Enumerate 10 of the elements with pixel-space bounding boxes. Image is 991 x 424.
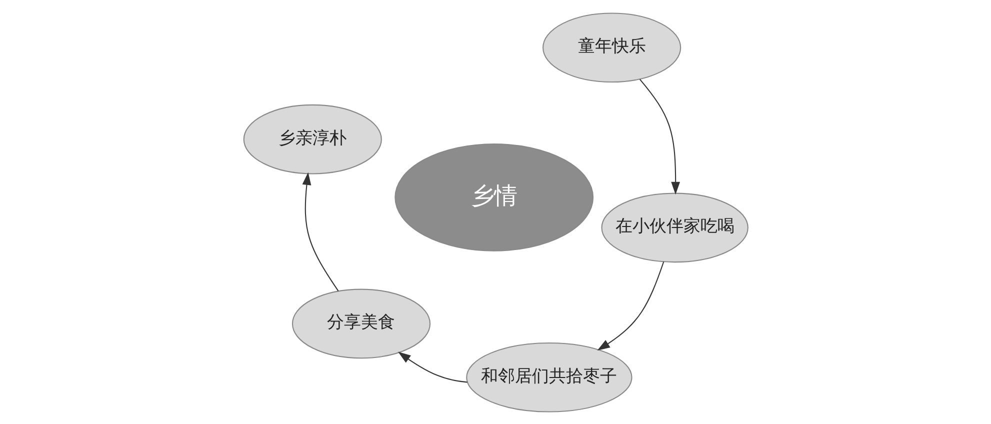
node-ellipse: 童年快乐 [542, 12, 681, 82]
arrow [596, 261, 664, 350]
node-ellipse: 乡情 [394, 142, 594, 251]
arrow [302, 172, 338, 291]
arrow [398, 351, 467, 382]
node-ellipse: 在小伙伴家吃喝 [600, 192, 748, 262]
node-ellipse: 和邻居们共拾枣子 [466, 342, 632, 412]
arrow [638, 78, 680, 194]
node-ellipse: 分享美食 [291, 288, 430, 358]
node-ellipse: 乡亲淳朴 [242, 104, 382, 174]
